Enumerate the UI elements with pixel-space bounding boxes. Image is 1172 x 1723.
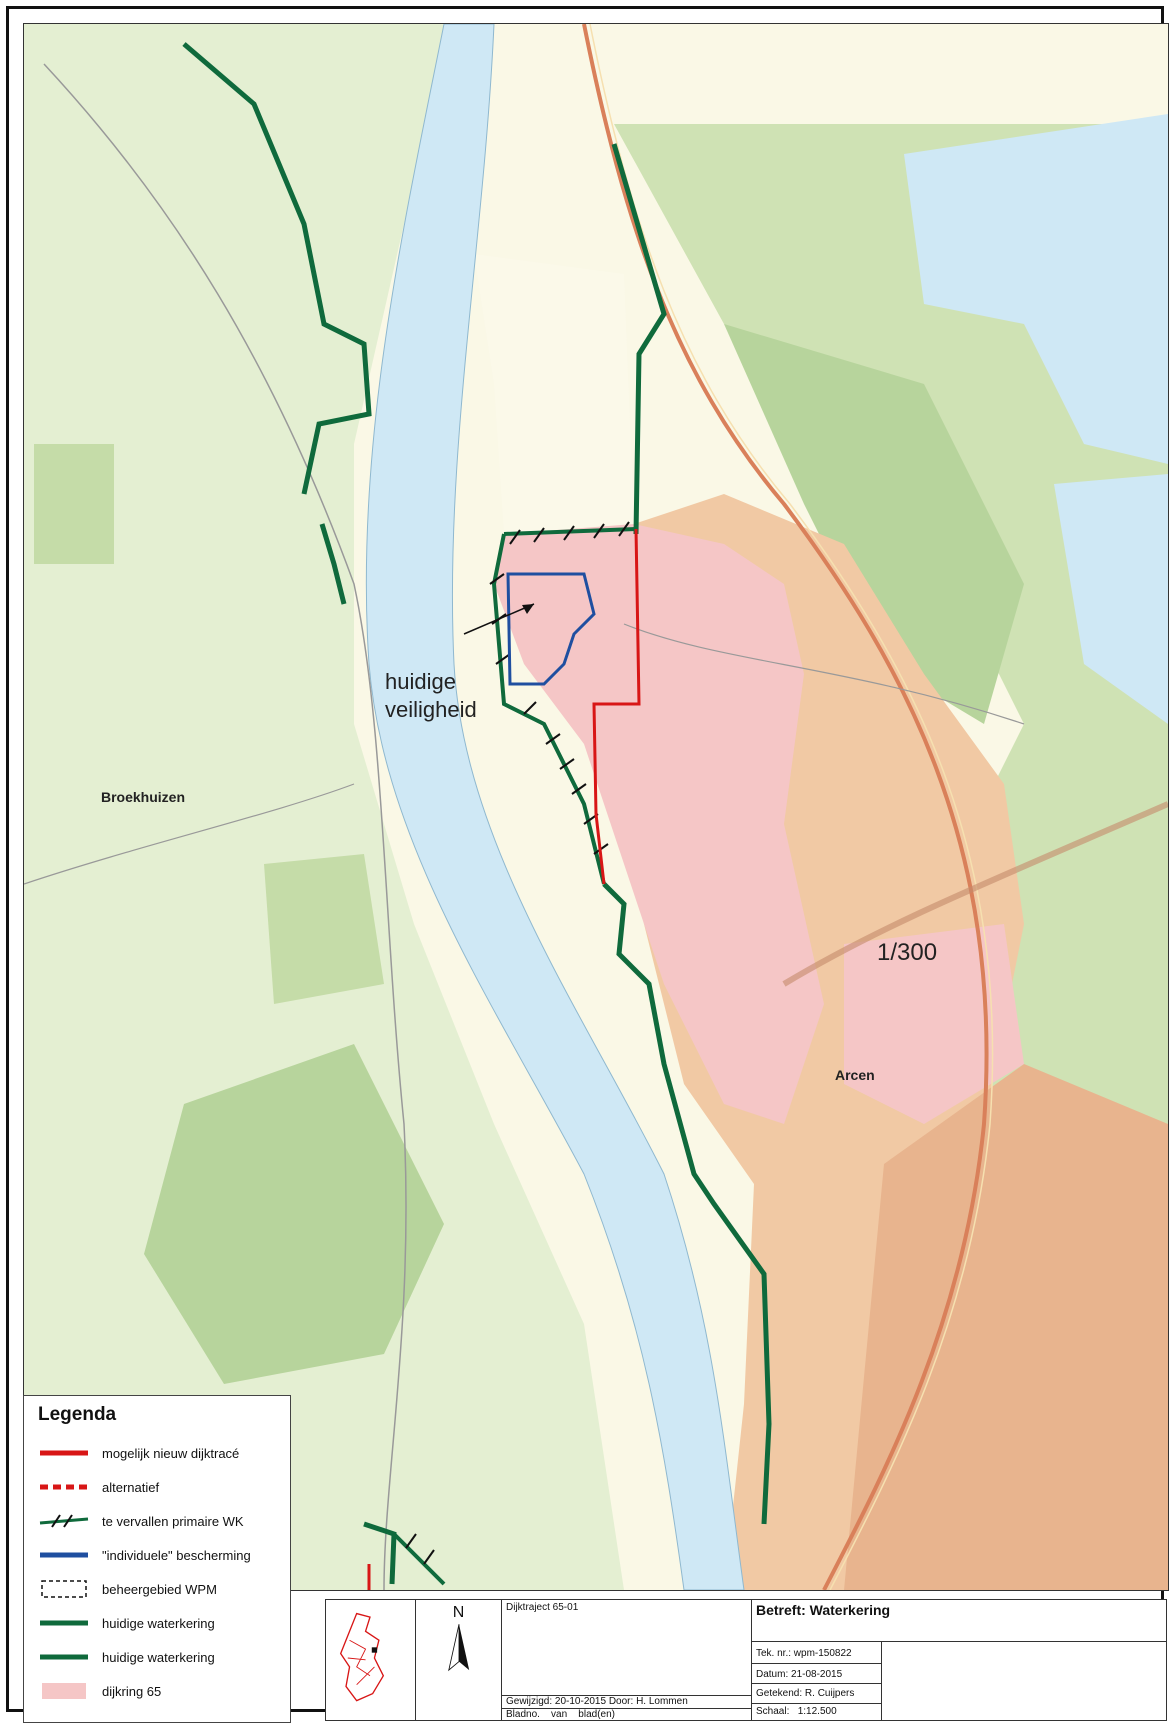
road-west-cross	[24, 783, 355, 885]
location-minimap	[326, 1600, 416, 1721]
legend-item: beheergebied WPM	[38, 1572, 276, 1606]
blue-individual-protection	[506, 572, 596, 686]
lake-east	[1054, 474, 1168, 724]
forest-area-east-dark	[724, 324, 1024, 724]
bladno-label: Bladno.	[506, 1709, 540, 1720]
north-arrow-cell: N	[416, 1600, 502, 1721]
legend-item: dijkring 65	[38, 1674, 276, 1708]
project-name: Dijktraject 65-01	[506, 1602, 579, 1613]
legend-label: dijkring 65	[102, 1683, 162, 1699]
dijkring-65-area-east	[844, 924, 1024, 1124]
forest-area-west	[34, 444, 114, 564]
river-maas	[365, 24, 745, 1590]
legend-item: te vervallen primaire WK	[38, 1504, 276, 1538]
gewijzigd-cell: Gewijzigd: 20-10-2015 Door: H. Lommen	[502, 1696, 752, 1709]
road-west-main	[43, 63, 407, 1590]
datum-text: Datum: 21-08-2015	[756, 1669, 843, 1680]
van-label: van	[551, 1709, 568, 1720]
farmland-fields	[474, 254, 634, 534]
project-cell: Dijktraject 65-01	[502, 1600, 752, 1696]
green-waterkering-west2	[319, 523, 347, 605]
lake-northeast	[904, 114, 1168, 464]
pink-area-icon	[42, 1683, 86, 1699]
schaal-label: Schaal:	[756, 1706, 790, 1717]
topographic-map[interactable]	[23, 23, 1169, 1591]
legend-item: mogelijk nieuw dijktracé	[38, 1436, 276, 1470]
north-arrow-icon	[447, 1624, 469, 1672]
label-huidige: huidige	[385, 669, 456, 694]
red-new-dijktrace	[592, 528, 641, 885]
subject-cell: Betreft: Waterkering	[752, 1600, 1167, 1642]
label-arcen: Arcen	[835, 1067, 875, 1083]
label-safety-norm: 1/300	[877, 939, 938, 966]
map-frame: Broekhuizen Arcen huidige veiligheid 1/3…	[6, 6, 1169, 1723]
green-line-icon	[40, 1620, 88, 1626]
road-east-cross	[623, 623, 1025, 725]
legend-item: "individuele" bescherming	[38, 1538, 276, 1572]
dijkring-65-area	[494, 524, 824, 1124]
legend-item: huidige waterkering	[38, 1606, 276, 1640]
legend-label: mogelijk nieuw dijktracé	[102, 1445, 240, 1461]
legend-title: Legenda	[38, 1404, 117, 1425]
forest-area-southwest	[144, 1044, 444, 1384]
getekend-cell: Getekend: R. Cuijpers	[752, 1684, 882, 1704]
schaal-cell: Schaal: 1:12.500	[752, 1704, 882, 1721]
red-dashed-line-icon	[40, 1484, 88, 1490]
road-east-cross2	[782, 801, 1168, 987]
label-veiligheid: veiligheid	[385, 697, 477, 722]
datum-cell: Datum: 21-08-2015	[752, 1664, 882, 1684]
legend-label: beheergebied WPM	[102, 1581, 217, 1597]
tek-nr-cell: Tek. nr.: wpm-150822	[752, 1642, 882, 1664]
dashed-box-icon	[41, 1580, 87, 1598]
gewijzigd-text: Gewijzigd: 20-10-2015 Door: H. Lommen	[506, 1696, 688, 1707]
highway-n271-inner	[589, 24, 994, 1590]
location-minimap-icon	[339, 1612, 385, 1702]
bladno-cell: Bladno. van blad(en)	[502, 1709, 752, 1721]
legend-label: huidige waterkering	[102, 1649, 215, 1665]
north-label: N	[452, 1604, 465, 1621]
red-line-icon	[40, 1450, 88, 1456]
built-area-southeast	[844, 1064, 1168, 1590]
schaal-value: 1:12.500	[797, 1706, 837, 1717]
legend-item: alternatief	[38, 1470, 276, 1504]
green-waterkering-east	[611, 143, 667, 535]
blue-line-icon	[40, 1552, 88, 1558]
hatched-decommission-line	[491, 533, 606, 885]
legend-item: huidige waterkering	[38, 1640, 276, 1674]
green-waterkering-west	[182, 42, 372, 495]
hatched-line-icon	[39, 1514, 89, 1528]
legend-label: "individuele" bescherming	[102, 1547, 251, 1563]
annotation-arrow	[463, 603, 535, 635]
legend-label: alternatief	[102, 1479, 160, 1495]
green-line-icon	[40, 1654, 88, 1660]
label-broekhuizen: Broekhuizen	[101, 789, 186, 805]
green-waterkering-east2	[602, 882, 772, 1525]
legend-label: te vervallen primaire WK	[102, 1513, 244, 1529]
bladen-label: blad(en)	[578, 1709, 615, 1720]
hatched-decommission-south	[392, 1532, 446, 1586]
subject-title: Betreft: Waterkering	[756, 1602, 891, 1618]
legend-label: huidige waterkering	[102, 1615, 215, 1631]
getekend-text: Getekend: R. Cuijpers	[756, 1688, 855, 1699]
tek-nr-text: Tek. nr.: wpm-150822	[756, 1648, 852, 1659]
annotation-arrowhead	[522, 604, 534, 614]
title-block: N Dijktraject 65-01 Gewijzigd: 20-10-201…	[325, 1599, 1167, 1721]
forest-area-west2	[264, 854, 384, 1004]
map-legend: Legenda mogelijk nieuw dijktracé alterna…	[23, 1395, 291, 1723]
